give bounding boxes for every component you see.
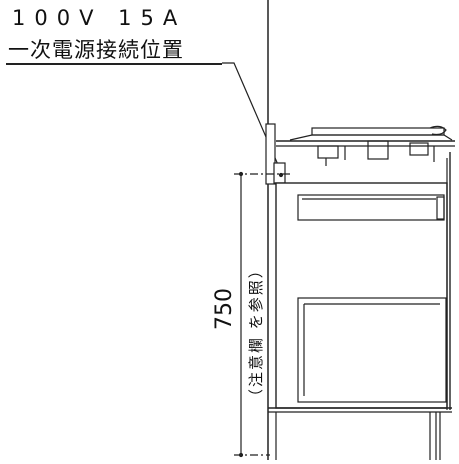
cooktop-edge [289, 134, 453, 141]
height-dimension-note: （注意欄 を参照） [247, 261, 265, 404]
cooktop-knob [429, 125, 447, 136]
height-dimension-value: 750 [212, 288, 237, 330]
power-location-label: 一次電源接続位置 [8, 38, 184, 62]
unit-box-1 [317, 145, 339, 159]
drawer-upper-handle [436, 196, 445, 220]
label-underline [6, 63, 222, 65]
unit-box-3 [409, 142, 429, 156]
unit-box-2 [367, 140, 389, 160]
outlet-box [273, 162, 286, 184]
outlet-plate [265, 123, 276, 185]
cooktop-top [311, 127, 445, 136]
outlet-dot [278, 172, 284, 178]
power-spec-label: 100V 15A [12, 6, 187, 30]
drawer-lower [297, 297, 447, 403]
ref-tick-bottom [238, 452, 244, 458]
